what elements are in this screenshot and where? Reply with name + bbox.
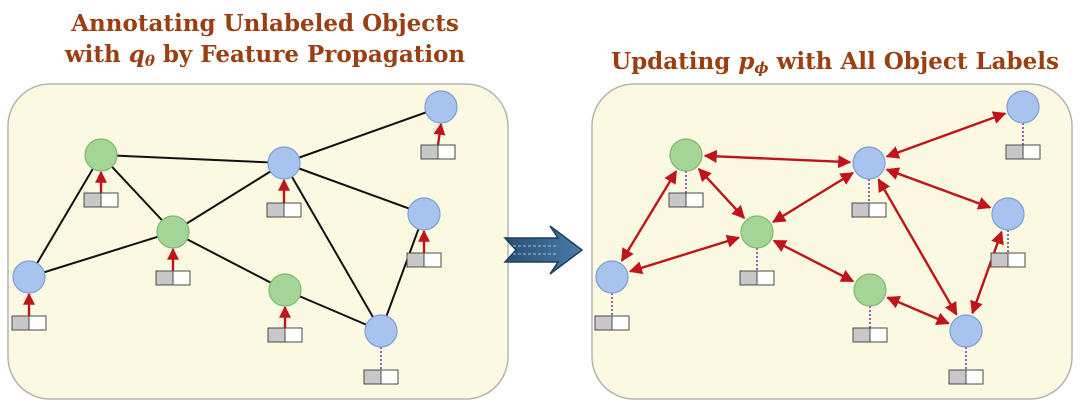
left-node-n6 xyxy=(12,260,46,294)
left-edge-n3-n1 xyxy=(283,106,442,164)
right-edge-n3-n1 xyxy=(885,111,1007,159)
left-nodes xyxy=(12,90,458,348)
left-title-line2: with qθ by Feature Propagation xyxy=(10,39,520,77)
left-label-box-n4 xyxy=(155,270,191,286)
right-node-n3 xyxy=(852,146,886,180)
q-theta-symbol: q xyxy=(128,41,145,68)
left-edge-n4-n7 xyxy=(172,231,286,291)
right-label-box-n4 xyxy=(739,270,775,286)
right-label-boxes xyxy=(594,144,1041,385)
left-label-box-n1 xyxy=(420,144,456,160)
left-node-n3 xyxy=(267,146,301,180)
right-title-prefix: Updating xyxy=(611,48,739,75)
right-label-box-n2 xyxy=(668,192,704,208)
left-label-box-n8 xyxy=(363,369,399,385)
left-label-arrow-n1 xyxy=(433,122,446,146)
right-panel-title: Updating pϕ with All Object Labels xyxy=(590,46,1080,84)
left-edge-n3-n5 xyxy=(283,162,425,215)
left-edge-n3-n8 xyxy=(283,162,382,332)
right-label-box-n6 xyxy=(594,315,630,331)
left-node-n1 xyxy=(424,90,458,124)
right-label-box-n8 xyxy=(948,369,984,385)
left-edge-n3-n4 xyxy=(172,162,285,233)
right-label-box-n3 xyxy=(851,202,887,218)
left-label-boxes xyxy=(11,144,456,385)
right-node-n5 xyxy=(991,197,1025,231)
left-node-n7 xyxy=(268,273,302,307)
right-edge-n5-n8 xyxy=(970,230,1004,315)
theta-subscript: θ xyxy=(144,52,155,70)
left-node-n2 xyxy=(84,138,118,172)
right-title-suffix: with All Object Labels xyxy=(768,48,1059,75)
right-edge-n3-n4 xyxy=(772,171,854,224)
right-label-box-n7 xyxy=(852,327,888,343)
left-label-box-n7 xyxy=(267,327,303,343)
left-panel-title: Annotating Unlabeled Objects with qθ by … xyxy=(10,8,520,77)
right-label-box-n1 xyxy=(1005,144,1041,160)
right-node-n1 xyxy=(1006,90,1040,124)
left-edge-n7-n8 xyxy=(284,289,382,332)
right-edge-n2-n3 xyxy=(703,149,852,169)
left-edge-n2-n6 xyxy=(28,154,102,278)
right-label-links xyxy=(611,123,1024,370)
left-edge-n4-n6 xyxy=(28,231,174,278)
right-edge-n3-n8 xyxy=(877,178,958,316)
left-edge-n5-n8 xyxy=(380,213,425,332)
left-label-links xyxy=(23,122,446,370)
right-edge-n4-n6 xyxy=(628,234,741,275)
phi-subscript: ϕ xyxy=(754,59,769,77)
propagation-arrow xyxy=(503,225,584,275)
left-label-box-n5 xyxy=(406,252,442,268)
left-node-n5 xyxy=(407,197,441,231)
right-node-n2 xyxy=(669,138,703,172)
left-label-box-n6 xyxy=(11,315,47,331)
left-edges xyxy=(28,106,442,332)
right-edge-n4-n7 xyxy=(772,239,855,283)
left-title-suffix: by Feature Propagation xyxy=(154,41,466,68)
p-phi-symbol: p xyxy=(738,48,755,75)
left-label-box-n3 xyxy=(266,202,302,218)
right-edges xyxy=(620,111,1007,325)
right-nodes xyxy=(595,90,1040,348)
left-node-n8 xyxy=(364,314,398,348)
right-label-box-n5 xyxy=(990,252,1026,268)
left-label-box-n2 xyxy=(83,192,119,208)
left-node-n4 xyxy=(156,215,190,249)
right-node-n4 xyxy=(740,215,774,249)
right-node-n8 xyxy=(949,314,983,348)
left-panel xyxy=(7,83,509,400)
left-title-line1: Annotating Unlabeled Objects xyxy=(71,10,459,37)
right-panel xyxy=(591,83,1073,400)
right-edge-n7-n8 xyxy=(886,296,950,325)
right-node-n6 xyxy=(595,260,629,294)
right-node-n7 xyxy=(853,273,887,307)
left-title-prefix: with xyxy=(64,41,129,68)
left-edge-n2-n4 xyxy=(100,154,174,233)
right-edge-n2-n4 xyxy=(697,167,746,220)
left-edge-n2-n3 xyxy=(100,154,285,164)
